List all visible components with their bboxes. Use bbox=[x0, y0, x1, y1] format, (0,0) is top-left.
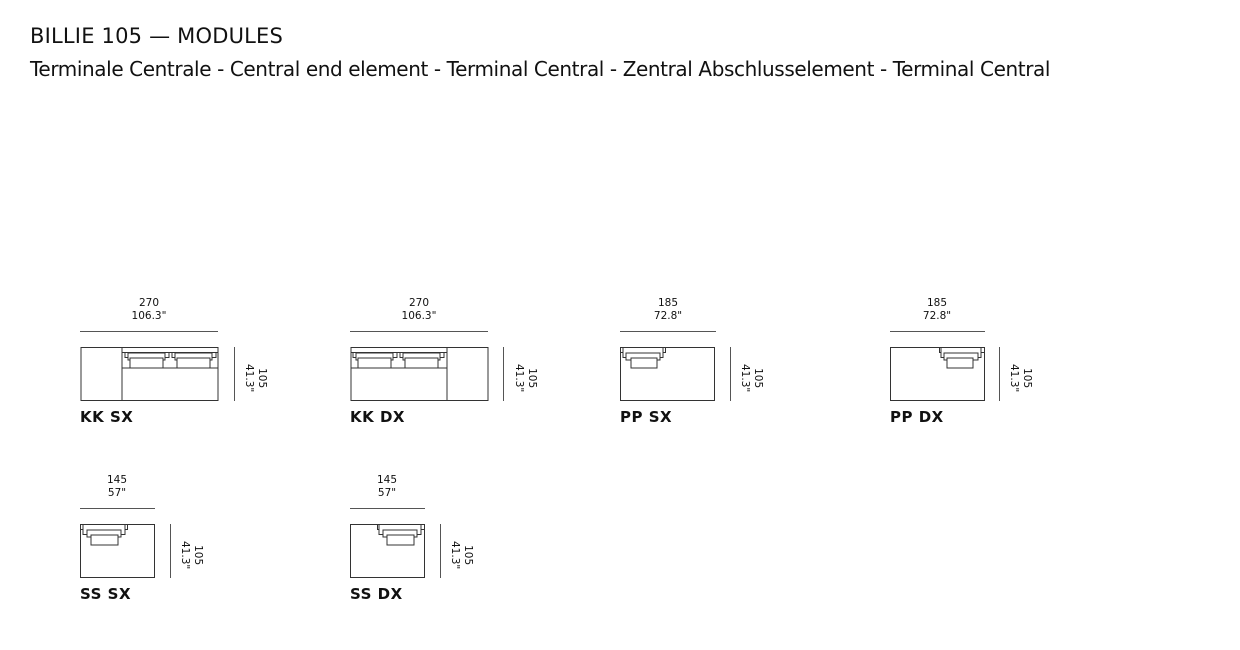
module-code: SS SX bbox=[80, 585, 132, 603]
module-pp-dx: 185 72.8" 105 41.3" PP DX bbox=[890, 296, 1090, 436]
depth-cm: 105 bbox=[192, 545, 204, 566]
width-label: 270 106.3" bbox=[389, 297, 449, 323]
depth-label: 105 41.3" bbox=[738, 364, 764, 392]
depth-label: 105 41.3" bbox=[448, 541, 474, 569]
depth-label: 105 41.3" bbox=[178, 541, 204, 569]
depth-cm: 105 bbox=[1021, 368, 1033, 389]
depth-cm: 105 bbox=[526, 368, 538, 389]
module-plan-drawing bbox=[80, 508, 171, 578]
module-plan-drawing bbox=[350, 331, 504, 401]
page-subtitle: Terminale Centrale - Central end element… bbox=[30, 57, 1051, 81]
width-cm: 145 bbox=[376, 474, 398, 486]
module-plan-drawing bbox=[80, 331, 235, 401]
depth-label: 105 41.3" bbox=[1007, 364, 1033, 392]
width-in: 72.8" bbox=[922, 310, 952, 322]
page-title: BILLIE 105 — MODULES bbox=[30, 24, 284, 48]
depth-in: 41.3" bbox=[513, 364, 525, 393]
width-cm: 145 bbox=[106, 474, 128, 486]
width-label: 270 106.3" bbox=[119, 297, 179, 323]
width-in: 106.3" bbox=[401, 310, 437, 322]
module-ss-sx: 145 57" 105 41.3" SS SX bbox=[80, 473, 240, 613]
module-code: KK SX bbox=[80, 408, 134, 426]
depth-in: 41.3" bbox=[739, 364, 751, 393]
width-cm: 185 bbox=[657, 297, 679, 309]
module-code: PP SX bbox=[620, 408, 673, 426]
module-plan-drawing bbox=[620, 331, 731, 401]
width-label: 185 72.8" bbox=[638, 297, 698, 323]
module-code: KK DX bbox=[350, 408, 405, 426]
width-cm: 270 bbox=[138, 297, 160, 309]
width-in: 72.8" bbox=[653, 310, 683, 322]
module-code: PP DX bbox=[890, 408, 944, 426]
width-in: 57" bbox=[377, 487, 397, 499]
module-pp-sx: 185 72.8" 105 41.3" PP SX bbox=[620, 296, 820, 436]
width-label: 185 72.8" bbox=[907, 297, 967, 323]
module-kk-sx: 270 106.3" 105 41.3" KK SX bbox=[80, 296, 280, 436]
width-in: 106.3" bbox=[131, 310, 167, 322]
depth-cm: 105 bbox=[462, 545, 474, 566]
module-ss-dx: 145 57" 105 41.3" SS DX bbox=[350, 473, 510, 613]
module-code: SS DX bbox=[350, 585, 403, 603]
depth-label: 105 41.3" bbox=[512, 364, 538, 392]
width-cm: 185 bbox=[926, 297, 948, 309]
width-label: 145 57" bbox=[87, 474, 147, 500]
width-cm: 270 bbox=[408, 297, 430, 309]
depth-in: 41.3" bbox=[179, 541, 191, 570]
depth-cm: 105 bbox=[256, 368, 268, 389]
depth-cm: 105 bbox=[752, 368, 764, 389]
module-plan-drawing bbox=[350, 508, 441, 578]
depth-in: 41.3" bbox=[449, 541, 461, 570]
depth-in: 41.3" bbox=[1008, 364, 1020, 393]
depth-label: 105 41.3" bbox=[242, 364, 268, 392]
depth-in: 41.3" bbox=[243, 364, 255, 393]
width-label: 145 57" bbox=[357, 474, 417, 500]
module-plan-drawing bbox=[890, 331, 1000, 401]
width-in: 57" bbox=[107, 487, 127, 499]
module-kk-dx: 270 106.3" 105 41.3" KK DX bbox=[350, 296, 550, 436]
